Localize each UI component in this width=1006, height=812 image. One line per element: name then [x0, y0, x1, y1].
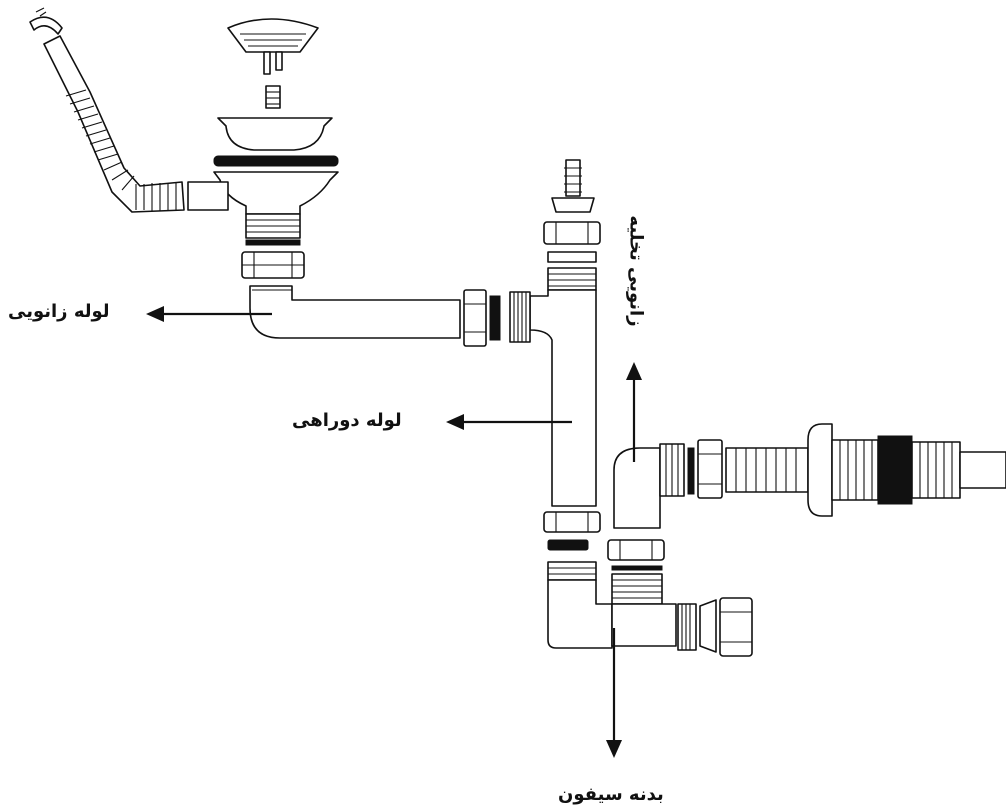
strainer-stem-right — [275, 51, 283, 71]
drain-elbow — [613, 439, 723, 529]
overflow-inlet — [187, 181, 229, 211]
drain-flange — [217, 117, 333, 151]
t-bottom-nut — [543, 511, 601, 533]
outlet-cone-washer — [699, 599, 717, 653]
t-body — [529, 289, 597, 507]
riser-washer — [611, 565, 663, 571]
elbow-coupling-nut — [463, 289, 487, 347]
hose-segment-mid — [831, 439, 879, 501]
t-side-thread — [509, 291, 531, 343]
label-drain-elbow: زانویی تخلیه — [625, 215, 647, 327]
t-top-ring — [547, 251, 597, 263]
hose-segment-left — [725, 447, 809, 493]
drain-elbow-body — [613, 447, 661, 529]
rubber-gasket — [213, 155, 339, 167]
overflow-hose — [29, 7, 185, 213]
siphon-body — [547, 539, 753, 657]
siphon-riser — [611, 573, 663, 605]
two-way-pipe — [509, 159, 601, 551]
siphon-u-body — [547, 579, 613, 649]
flexible-drain-hose — [725, 423, 1006, 517]
outlet-thread — [677, 603, 697, 651]
hose-end — [959, 451, 1006, 489]
label-two-way-pipe: لوله دوراهی — [292, 410, 402, 431]
arrow-elbow-pipe — [146, 306, 272, 322]
elbow-pipe — [249, 285, 501, 347]
arrow-two-way-pipe — [446, 414, 572, 430]
strainer-bolt — [265, 85, 281, 109]
drain-body — [213, 171, 339, 215]
elbow-pipe-body — [249, 285, 461, 339]
siphon-thread — [547, 561, 597, 581]
hose-corrugation — [65, 89, 177, 211]
strainer-basket — [227, 18, 319, 53]
label-siphon-body: بدنه سیفون — [558, 784, 664, 805]
label-elbow-pipe: لوله زانویی — [8, 301, 110, 322]
hose-dark-band — [877, 435, 913, 505]
arrow-drain-elbow — [626, 362, 642, 462]
overflow-screw-icon — [35, 7, 47, 17]
t-bottom-washer — [547, 539, 589, 551]
riser-nut — [607, 539, 665, 561]
neck-washer — [245, 239, 301, 246]
siphon-outlet — [611, 603, 677, 647]
arrow-siphon-body — [606, 628, 622, 758]
elbow-washer — [489, 295, 501, 341]
barb-base — [551, 197, 595, 213]
overflow-hose-body — [43, 35, 185, 213]
t-top-nut — [543, 221, 601, 245]
hose-coupling-nut — [697, 439, 723, 499]
drain-elbow-washer — [687, 447, 695, 495]
overflow-cap — [29, 16, 63, 35]
barb-fitting — [565, 159, 581, 197]
strainer-stem-left — [263, 51, 271, 75]
t-top-thread — [547, 267, 597, 291]
hose-collar — [807, 423, 833, 517]
outlet-nut — [719, 597, 753, 657]
sink-strainer — [187, 18, 339, 279]
